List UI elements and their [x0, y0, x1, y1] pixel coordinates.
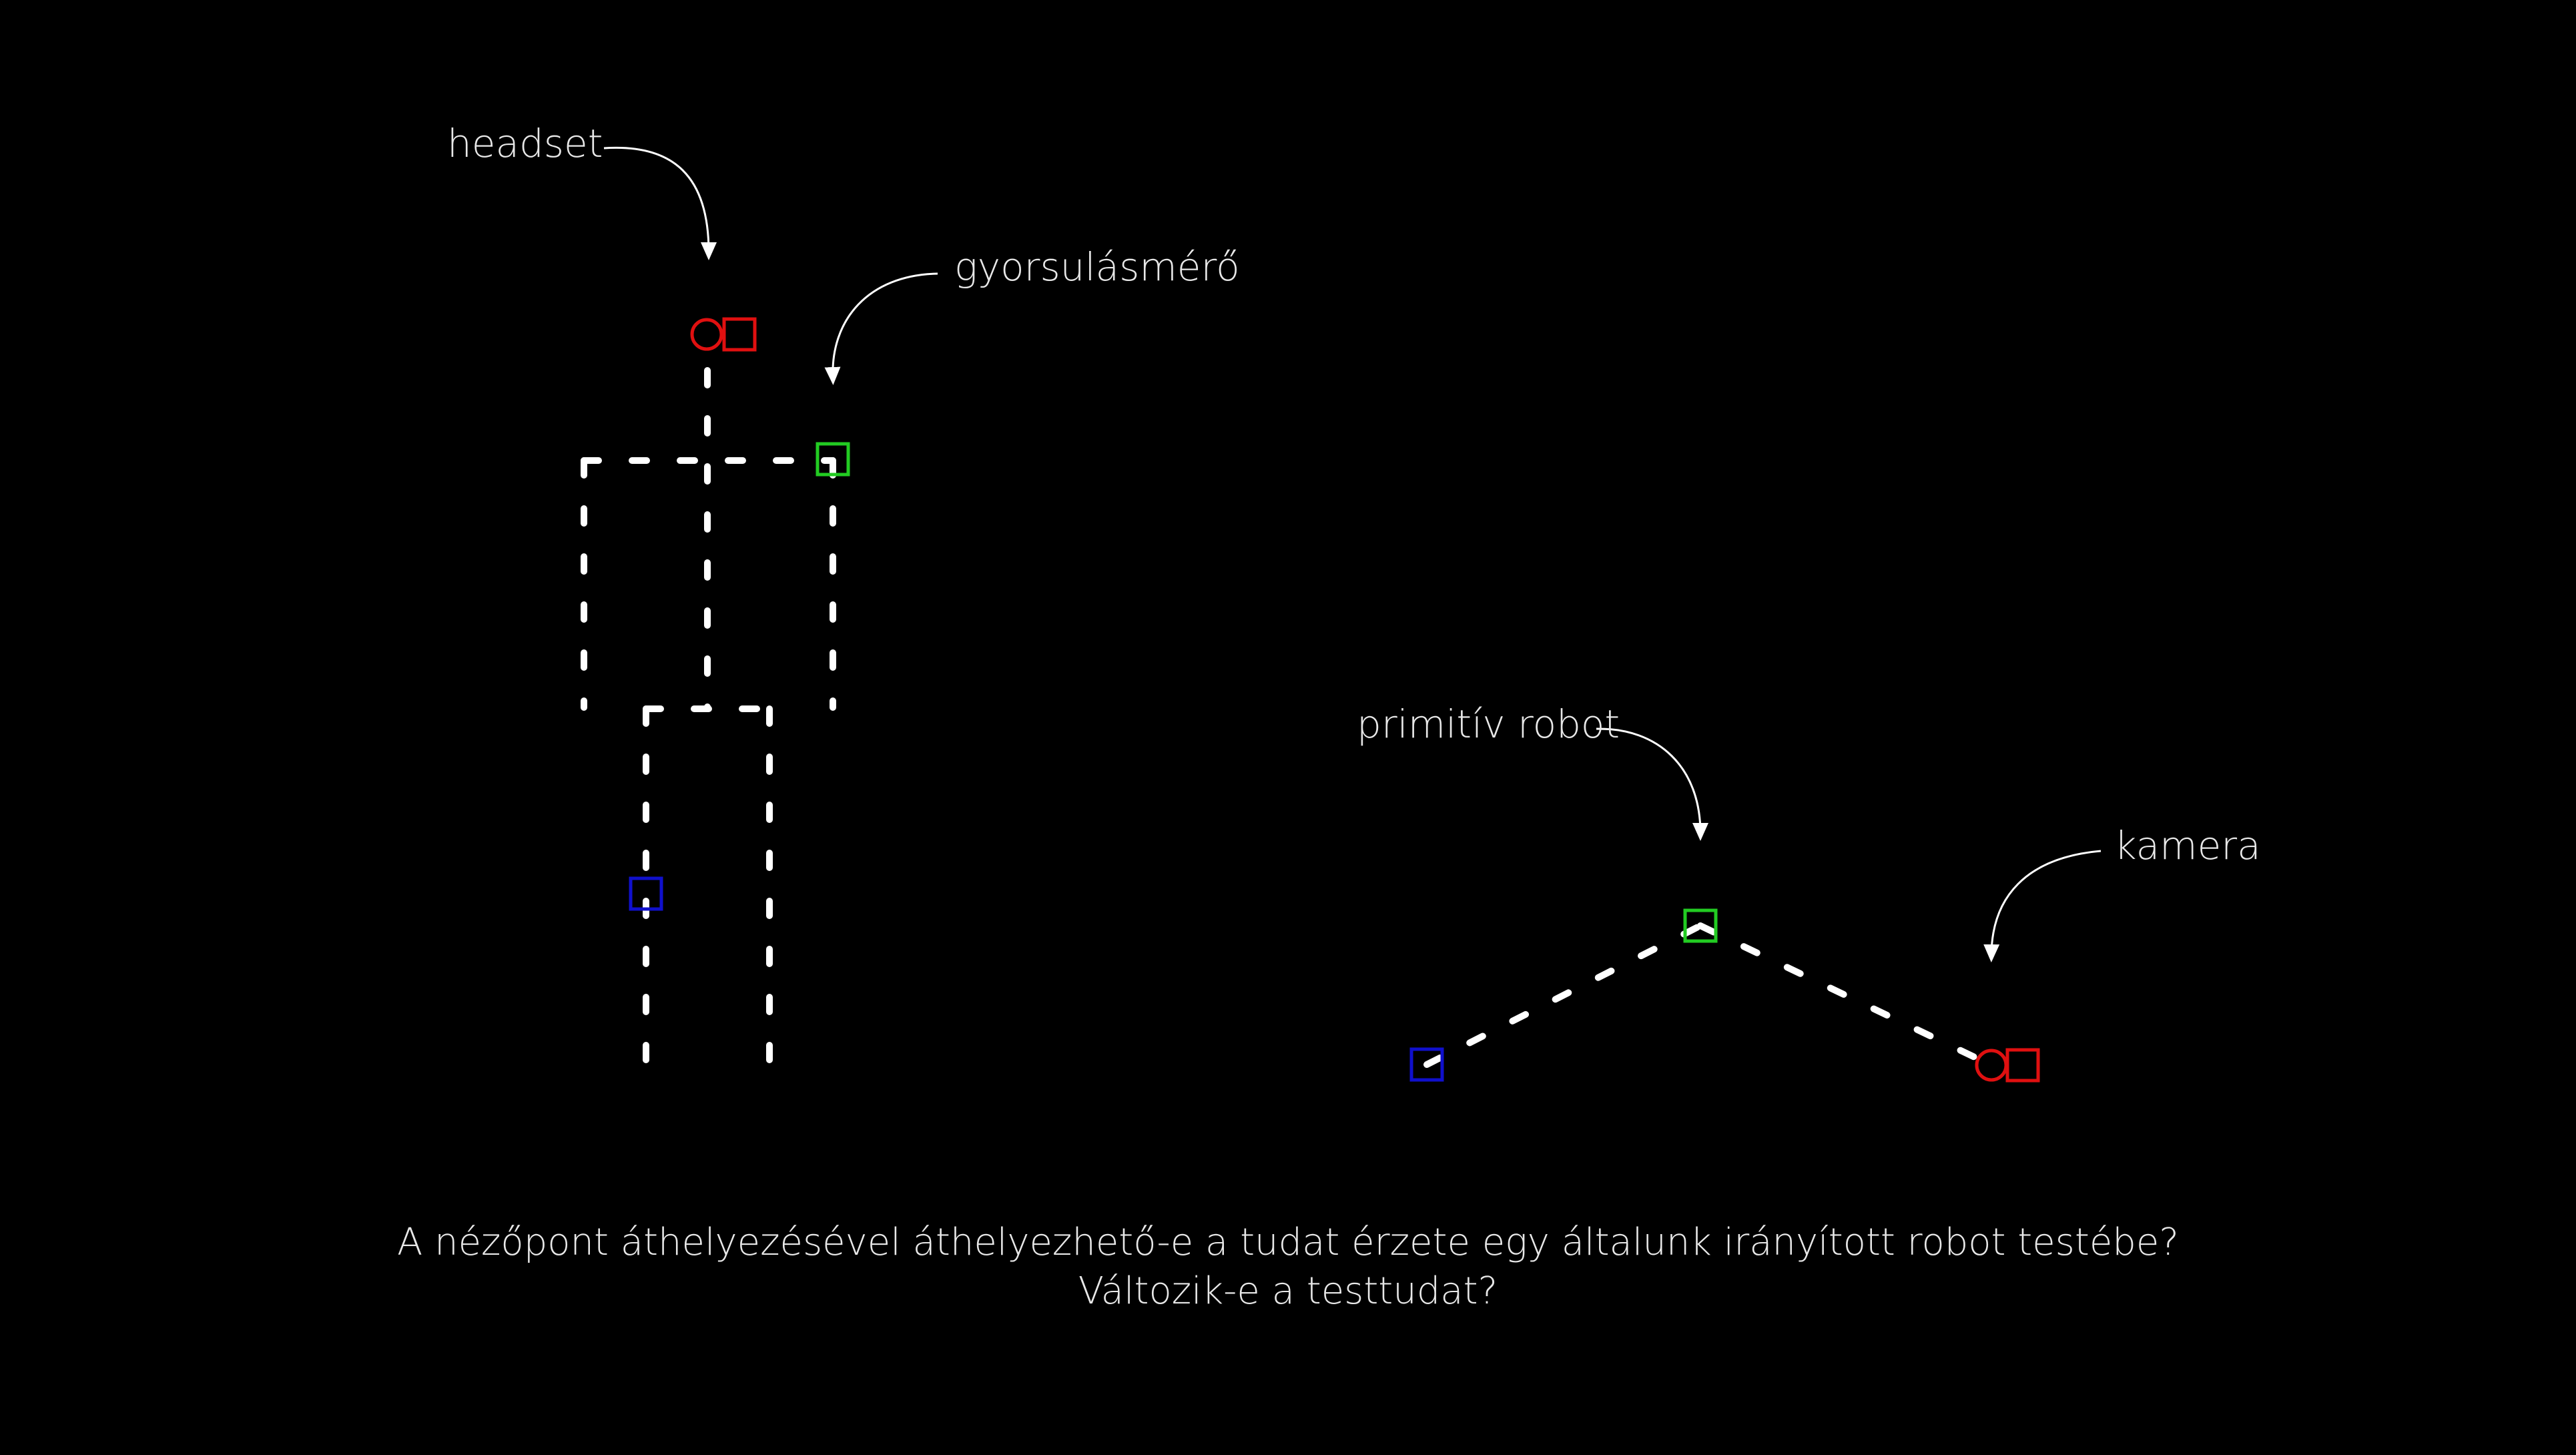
camera-square-icon [2005, 1048, 2040, 1083]
accelerometer-square-icon [816, 442, 850, 477]
robot-pointer-arrow [1596, 728, 1708, 841]
caption-line-2: Változik-e a testtudat? [1078, 1269, 1498, 1313]
caption-line-1: A nézőpont áthelyezésével áthelyezhető-e… [397, 1221, 2179, 1264]
headset-square-icon [722, 317, 757, 352]
camera-circle-icon [1975, 1049, 2008, 1082]
robot-label: primitív robot [1357, 701, 1620, 747]
robot-figure [1409, 908, 2040, 1083]
headset-pointer-arrow [603, 146, 717, 260]
hand-sensor-square-icon [629, 876, 663, 911]
headset-label: headset [447, 121, 603, 166]
robot-right-segment [1697, 922, 1993, 1068]
robot-left-segment [1423, 922, 1704, 1068]
camera-label: kamera [2114, 823, 2261, 868]
accelerometer-pointer-arrow [824, 272, 938, 385]
human-figure [581, 317, 850, 1085]
robot-base-square-icon [1409, 1047, 1444, 1082]
camera-pointer-arrow [1983, 850, 2102, 962]
accelerometer-label: gyorsulásmérő [954, 244, 1240, 290]
robot-joint-square-icon [1683, 908, 1718, 943]
headset-circle-icon [690, 318, 723, 351]
